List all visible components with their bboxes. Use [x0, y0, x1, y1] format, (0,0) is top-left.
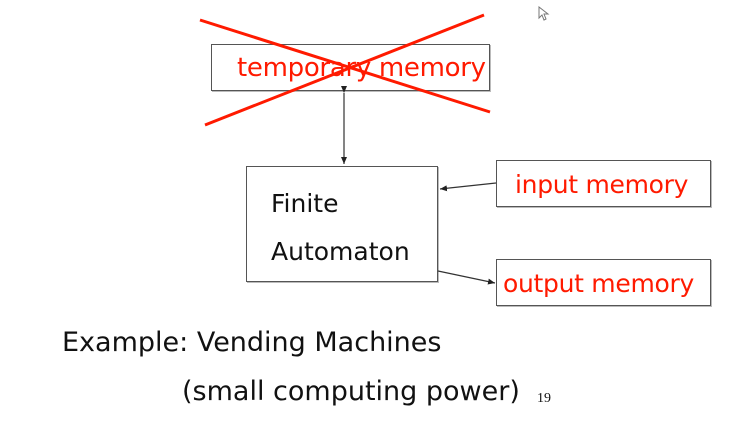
temporary-memory-label: temporary memory — [237, 53, 486, 83]
finite-automaton-line2: Automaton — [271, 237, 410, 266]
input-to-fa-arrow — [439, 182, 497, 192]
page-number: 19 — [537, 391, 551, 406]
input-memory-label: input memory — [515, 170, 689, 199]
finite-automaton-box: Finite Automaton — [246, 166, 438, 282]
example-line-2: (small computing power) — [182, 376, 520, 407]
temporary-memory-box: temporary memory — [211, 44, 490, 91]
fa-to-output-arrow — [437, 270, 496, 285]
output-memory-box: output memory — [496, 259, 711, 306]
input-memory-box: input memory — [496, 160, 711, 207]
mouse-cursor-icon — [538, 6, 550, 21]
finite-automaton-line1: Finite — [271, 189, 339, 218]
example-line-1: Example: Vending Machines — [62, 327, 442, 358]
output-memory-label: output memory — [503, 269, 694, 298]
